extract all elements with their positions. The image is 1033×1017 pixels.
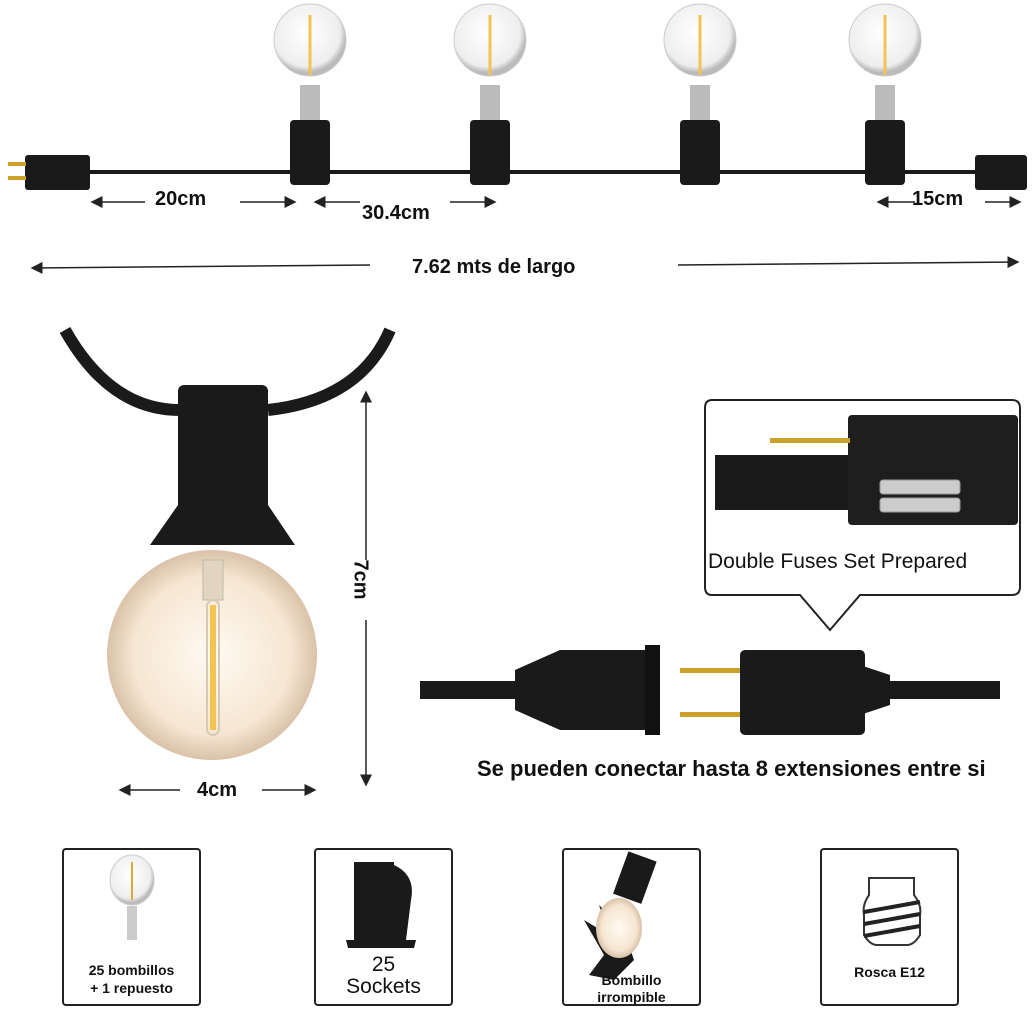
shatterproof-bulb-icon: [584, 851, 657, 980]
dim-bulb-height: 7cm: [349, 559, 372, 600]
dim-total-length: 7.62 mts de largo: [412, 256, 576, 278]
connector-pair: [420, 645, 1000, 735]
fuse-callout-text: Double Fuses Set Prepared: [708, 550, 968, 573]
feature-sockets: 25 Sockets: [314, 848, 453, 1006]
dim-socket-spacing: 30.4cm: [362, 202, 430, 224]
bulb-closeup: [59, 327, 396, 796]
feature-bulbs: 25 bombillos + 1 repuesto: [62, 848, 201, 1006]
feature-e12: Rosca E12: [820, 848, 959, 1006]
socket-icon: [346, 862, 416, 948]
male-plug: [25, 155, 90, 190]
dim-end-spacing: 15cm: [912, 188, 964, 210]
bulb-icon: [109, 854, 155, 940]
female-plug: [975, 155, 1027, 190]
dim-bulb-width: 4cm: [197, 779, 238, 801]
connect-note: Se pueden conectar hasta 8 extensiones e…: [477, 756, 986, 781]
dim-start-spacing: 20cm: [155, 188, 207, 210]
fuse-callout: [704, 399, 1021, 632]
e12-screw-base-icon: [862, 877, 922, 946]
feature-shatterproof: Bombillo irrompible: [562, 848, 701, 1006]
bulb-socket-group: [273, 3, 922, 185]
string-light-overview: [8, 3, 1027, 274]
